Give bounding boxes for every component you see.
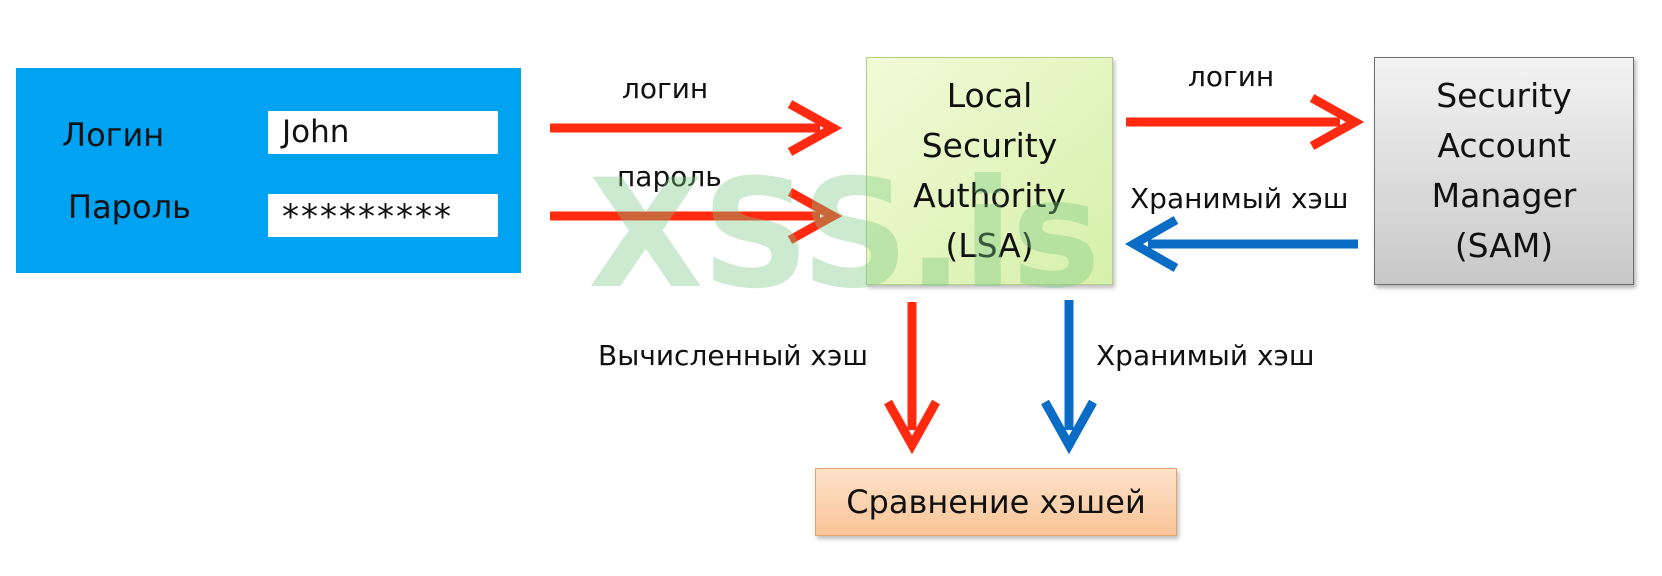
hash-compare-label: Сравнение хэшей (846, 483, 1146, 521)
login-input[interactable]: John (268, 111, 498, 154)
lsa-node-label: Local Security Authority (LSA) (913, 76, 1066, 265)
password-input[interactable]: ********* (268, 194, 498, 237)
arrow-lsa-to-compare-stored (1041, 300, 1097, 455)
edge-label-lsa-sam-login: логин (1188, 60, 1275, 93)
edge-label-stored-hash: Хранимый хэш (1096, 339, 1315, 372)
edge-label-form-password: пароль (617, 160, 722, 193)
lsa-node: Local Security Authority (LSA) (866, 57, 1113, 285)
password-label: Пароль (68, 188, 191, 226)
edge-label-sam-lsa-hash: Хранимый хэш (1130, 182, 1349, 215)
arrow-lsa-to-sam-login (1126, 94, 1365, 150)
login-form-panel (16, 68, 521, 273)
login-label: Логин (62, 116, 165, 154)
arrow-lsa-to-compare-computed (884, 302, 940, 455)
arrow-sam-to-lsa-hash (1124, 216, 1358, 272)
edge-label-form-login: логин (622, 72, 709, 105)
arrow-form-to-lsa-password (550, 188, 843, 244)
edge-label-computed-hash: Вычисленный хэш (598, 339, 868, 372)
sam-node-label: Security Account Manager (SAM) (1431, 76, 1577, 265)
hash-compare-node: Сравнение хэшей (815, 468, 1177, 536)
sam-node: Security Account Manager (SAM) (1374, 57, 1634, 285)
arrow-form-to-lsa-login (550, 100, 843, 156)
